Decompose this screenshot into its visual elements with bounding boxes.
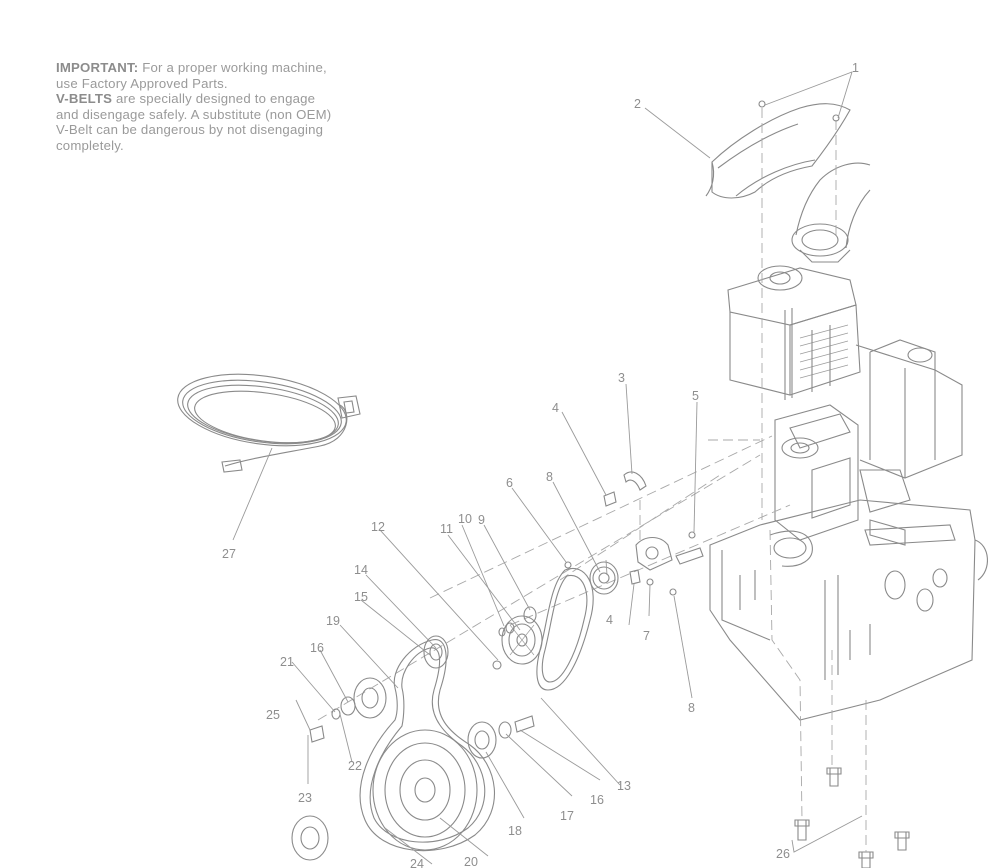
callout-7: 7 [643, 629, 650, 643]
callout-8a: 8 [546, 470, 553, 484]
callout-19: 19 [326, 614, 340, 628]
small-hardware [564, 100, 840, 596]
power-cord-part [177, 373, 361, 473]
callout-15: 15 [354, 590, 368, 604]
callout-20: 20 [464, 855, 478, 868]
callout-4a: 4 [552, 401, 559, 415]
callout-21: 21 [280, 655, 294, 669]
callout-9: 9 [478, 513, 485, 527]
callout-26: 26 [776, 847, 790, 861]
callout-14: 14 [354, 563, 368, 577]
callout-18: 18 [508, 824, 522, 838]
notice-line-1: IMPORTANT: For a proper working machine, [56, 60, 466, 76]
callout-17: 17 [560, 809, 574, 823]
callout-16b: 16 [590, 793, 604, 807]
callout-2: 2 [634, 97, 641, 111]
callout-22: 22 [348, 759, 362, 773]
callout-23: 23 [298, 791, 312, 805]
callout-4b: 4 [606, 613, 613, 627]
callout-5: 5 [692, 389, 699, 403]
chute-deflector-part [705, 103, 851, 199]
notice-text-3: are specially designed to engage [115, 91, 316, 107]
notice-line-3: V-BELTS are specially designed to engage [56, 91, 466, 107]
callout-6: 6 [506, 476, 513, 490]
leader-lines [232, 71, 863, 865]
callout-10: 10 [458, 512, 472, 526]
callout-13: 13 [617, 779, 631, 793]
notice-heading-2: V-BELTS [56, 91, 113, 107]
callout-1: 1 [852, 61, 859, 75]
callout-numbers: 1 2 3 4 4 5 6 7 8 8 9 10 11 12 13 14 15 … [222, 61, 859, 868]
assembly-lines [317, 108, 867, 852]
callout-12: 12 [371, 520, 385, 534]
callout-27: 27 [222, 547, 236, 561]
frame-housing [709, 499, 988, 721]
notice-line-5: V-Belt can be dangerous by not disengagi… [56, 122, 324, 138]
callout-16a: 16 [310, 641, 324, 655]
pulleys-and-belts [291, 561, 619, 861]
callout-11: 11 [440, 522, 453, 536]
callout-3: 3 [618, 371, 625, 385]
notice-heading: IMPORTANT: [56, 60, 139, 75]
callout-8b: 8 [688, 701, 695, 715]
engine-assembly [727, 162, 963, 546]
callout-25: 25 [266, 708, 280, 722]
notice-line-2: use Factory Approved Parts. [56, 75, 228, 91]
frame-bolts [794, 767, 910, 868]
notice-line-6: completely. [56, 137, 124, 153]
notice-line-4: and disengage safely. A substitute (non … [56, 106, 332, 122]
callout-24: 24 [410, 857, 424, 868]
important-notice: IMPORTANT: For a proper working machine,… [56, 60, 466, 154]
notice-text-1: For a proper working machine, [142, 60, 327, 75]
